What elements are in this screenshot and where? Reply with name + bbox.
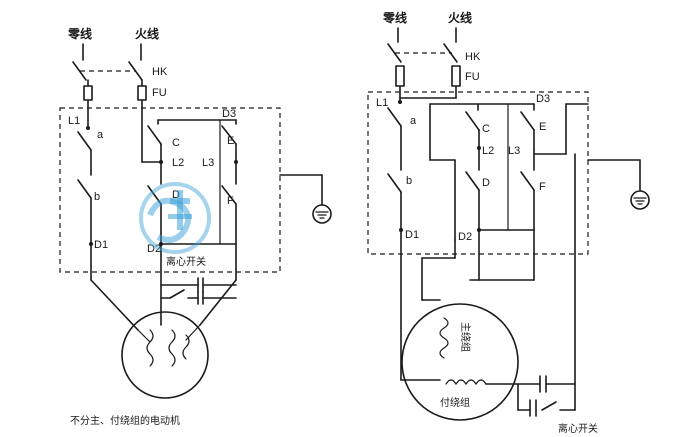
left-motor-coil-2: [168, 329, 176, 367]
right-switch-b: [387, 173, 402, 193]
left-d1-to-motor: [90, 279, 139, 331]
right-switch-e: [520, 111, 535, 131]
left-d-label: D: [172, 189, 180, 201]
right-l2-label: L2: [482, 145, 494, 157]
watermark-logo: [139, 182, 211, 254]
left-switch-a: [77, 131, 92, 151]
left-l1-node: [86, 126, 90, 130]
left-fuse-2: [137, 85, 147, 101]
right-l3-label: L3: [508, 145, 520, 157]
right-cs-blade: [541, 401, 557, 411]
right-switch-c: [465, 111, 480, 131]
watermark-stroke-3: [168, 214, 192, 219]
right-circuit: 零线 火线 HK FU L1 a b D1 D3 C: [367, 10, 650, 435]
left-switch-c: [147, 125, 162, 145]
right-fuse-2: [451, 65, 461, 87]
left-a-label: a: [97, 129, 104, 141]
right-d1-label: D1: [405, 229, 419, 241]
left-motor-circle: [121, 311, 209, 399]
right-aux-winding-label: 付绕组: [440, 396, 470, 409]
right-hk-label: HK: [465, 51, 481, 63]
left-hk-blade-1: [72, 61, 87, 81]
left-motor-coil-3: [182, 334, 190, 360]
left-live-label: 火线: [135, 26, 159, 41]
left-l2-label: L2: [172, 157, 184, 169]
left-fuse-1: [83, 85, 93, 101]
left-d1-label: D1: [94, 239, 108, 251]
right-live-label: 火线: [448, 10, 472, 25]
left-motor-lead-2: [185, 324, 201, 341]
left-l1-label: L1: [68, 115, 80, 127]
right-switch-f: [520, 171, 535, 191]
left-dashed-enclosure: [59, 107, 281, 273]
left-ground-icon: [312, 204, 332, 224]
watermark-stroke-2: [177, 190, 183, 230]
right-e-label: E: [539, 121, 546, 133]
left-motor-coil-1: [146, 329, 154, 367]
left-b-label: b: [94, 191, 100, 203]
left-e-to-motor: [199, 279, 237, 326]
right-main-winding-coil: [439, 317, 449, 359]
right-d3-label: D3: [536, 93, 550, 105]
left-motor-lead-1: [137, 329, 151, 343]
left-d2-label: D2: [147, 243, 161, 255]
left-switch-f: [221, 185, 237, 205]
right-l1-node: [398, 100, 402, 104]
left-l3-label: L3: [202, 157, 214, 169]
right-main-winding-label: 主绕组: [459, 322, 472, 352]
right-centrifugal-label: 离心开关: [558, 422, 598, 435]
right-f-label: F: [539, 181, 546, 193]
left-switch-e: [221, 125, 237, 145]
right-c-label: C: [482, 123, 490, 135]
left-hk-label: HK: [152, 66, 168, 78]
left-neutral-label: 零线: [67, 26, 92, 41]
right-motor-circle: [401, 303, 519, 421]
right-fuse-1: [395, 65, 405, 87]
left-e-label: E: [227, 135, 234, 147]
right-dashed-enclosure: [367, 91, 589, 255]
left-circuit: 零线 火线 HK FU L1 a b D1 D3: [59, 26, 332, 427]
left-fu-label: FU: [152, 87, 167, 99]
right-b-label: b: [406, 175, 412, 187]
left-c-label: C: [172, 137, 180, 149]
right-neutral-label: 零线: [382, 10, 407, 25]
right-a-label: a: [410, 115, 417, 127]
left-d3-label: D3: [222, 108, 236, 120]
watermark-ring: [139, 182, 211, 254]
left-caption: 不分主、付绕组的电动机: [70, 414, 180, 427]
left-centrifugal-label: 离心开关: [166, 255, 206, 268]
right-aux-winding-coil: [445, 379, 487, 386]
right-l1-label: L1: [376, 97, 388, 109]
right-switch-a: [387, 107, 402, 127]
left-f-label: F: [227, 195, 234, 207]
right-d2-label: D2: [458, 231, 472, 243]
right-ground-icon: [630, 190, 650, 210]
right-d-label: D: [482, 177, 490, 189]
right-switch-d: [465, 171, 480, 191]
left-cs-blade: [169, 289, 185, 299]
right-fu-label: FU: [465, 71, 480, 83]
left-switch-b: [77, 179, 92, 199]
right-hk-blade-1: [387, 43, 402, 63]
